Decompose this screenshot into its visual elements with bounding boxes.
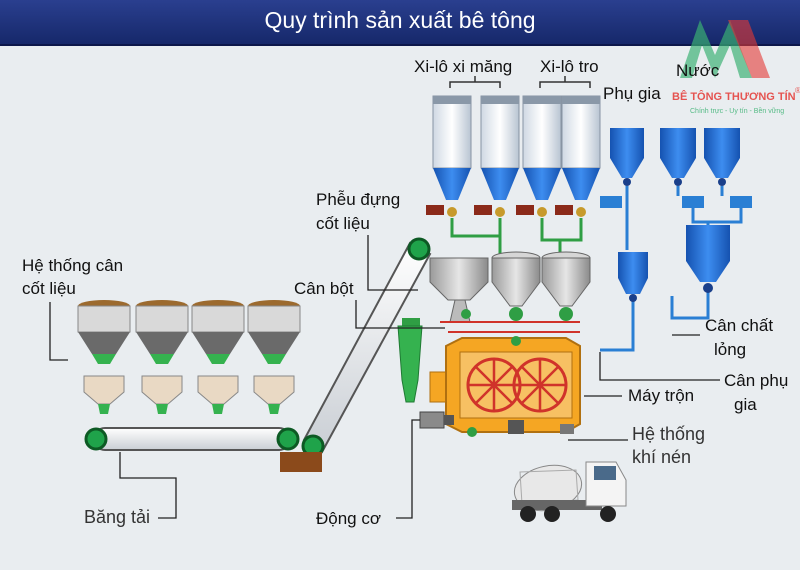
water-tank-1	[660, 128, 696, 186]
aggregate-bin-4	[247, 300, 301, 414]
title-bar: Quy trình sản xuất bê tông	[0, 0, 800, 46]
horizontal-conveyor	[84, 427, 300, 451]
label-aggregate-scale-line1: Hệ thống cân	[22, 256, 123, 275]
powder-scale	[429, 251, 591, 333]
label-compressed-air-line1: Hệ thống	[632, 424, 705, 444]
logo-tagline: Chính trực - Uy tín - Bền vững	[690, 106, 784, 115]
label-cement-silo: Xi-lô xi măng	[414, 57, 512, 76]
label-motor: Động cơ	[316, 509, 381, 528]
additive-scale-hopper	[618, 252, 648, 302]
concrete-mixer-truck	[512, 461, 627, 522]
flyash-silo-1	[516, 95, 562, 217]
liquid-pipes	[600, 186, 743, 352]
aggregate-bin-3	[191, 300, 245, 414]
logo-registered-mark: ®	[795, 86, 800, 95]
additive-tank	[610, 128, 644, 186]
aggregate-feed-hopper	[429, 257, 489, 323]
aggregate-bin-2	[135, 300, 189, 414]
label-aggregate-hopper-line1: Phễu đựng	[316, 190, 400, 209]
cement-silo-2	[474, 95, 520, 217]
leader-lines	[49, 235, 720, 519]
water-tank-2	[704, 128, 740, 186]
label-water: Nước	[676, 61, 720, 80]
powder-chute	[397, 318, 423, 403]
label-additive: Phụ gia	[603, 84, 661, 103]
flyash-weigh-hopper	[541, 251, 591, 321]
label-additive-scale-line2: gia	[734, 395, 757, 414]
page-title: Quy trình sản xuất bê tông	[264, 7, 536, 33]
flyash-silo-2	[555, 95, 601, 217]
liquid-scale-hopper	[686, 225, 730, 293]
cement-silo-1	[426, 95, 472, 217]
label-flyash-silo: Xi-lô tro	[540, 57, 599, 76]
label-mixer: Máy trộn	[628, 386, 694, 405]
label-compressed-air-line2: khí nén	[632, 447, 691, 467]
label-aggregate-hopper-line2: cốt liệu	[316, 214, 370, 233]
logo-brand-text: BÊ TÔNG THƯƠNG TÍN	[672, 90, 796, 103]
label-liquid-scale-line2: lỏng	[714, 340, 746, 359]
company-logo: BÊ TÔNG THƯƠNG TÍN ® Chính trực - Uy tín…	[672, 20, 800, 115]
aggregate-bins	[77, 300, 301, 414]
inclined-conveyor	[280, 237, 432, 472]
mixer	[429, 336, 581, 437]
silo-group	[426, 76, 601, 256]
aggregate-bin-1	[77, 300, 131, 414]
cement-weigh-hopper	[491, 251, 541, 321]
label-aggregate-scale-line2: cốt liệu	[22, 279, 76, 298]
label-liquid-scale-line1: Cân chất	[705, 316, 773, 335]
liquid-tanks	[600, 128, 752, 352]
label-belt-conveyor: Băng tải	[84, 507, 150, 527]
label-powder-scale: Cân bột	[294, 279, 354, 298]
label-additive-scale-line1: Cân phụ	[724, 371, 788, 390]
powder-pipes	[450, 218, 583, 256]
